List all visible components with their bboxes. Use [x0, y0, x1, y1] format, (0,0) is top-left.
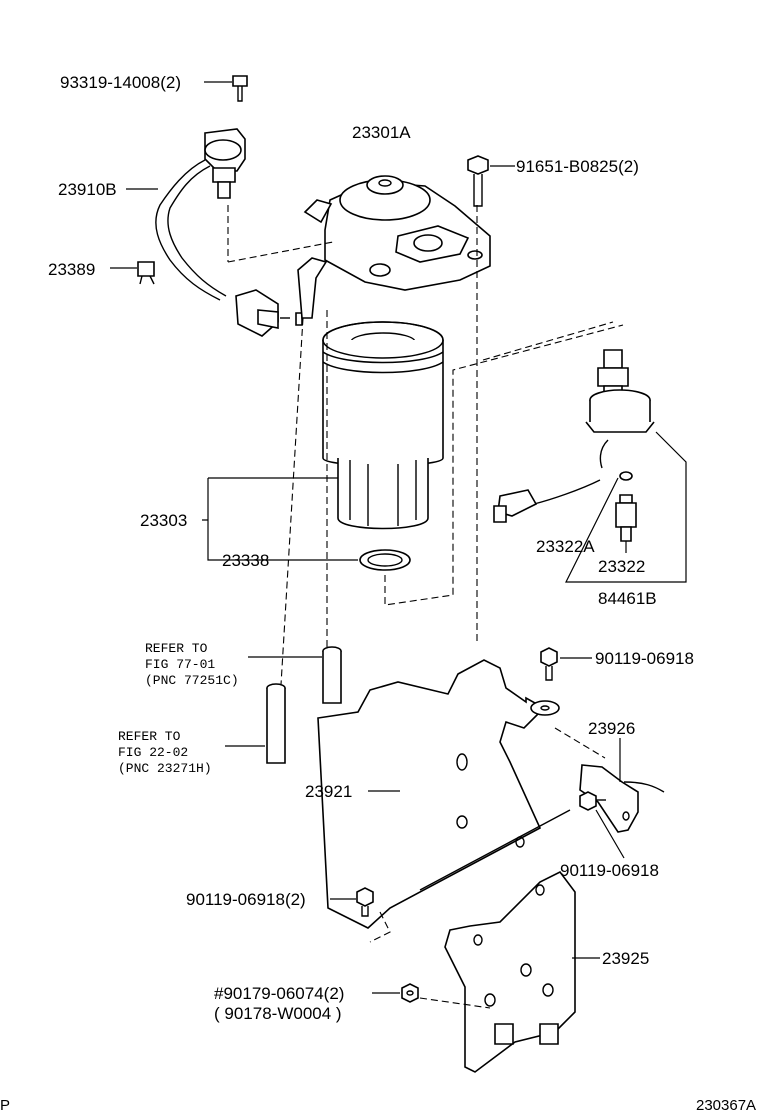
- label-23303: 23303: [140, 511, 187, 530]
- label-23301a: 23301A: [352, 123, 411, 142]
- clamp-23389-icon: [137, 261, 155, 285]
- bolt-90119-side-icon: [579, 791, 606, 811]
- label-23910b: 23910B: [58, 180, 117, 199]
- bracket-23921-icon: [317, 659, 571, 929]
- label-84461b: 84461B: [598, 589, 657, 608]
- gasket-23338-icon: [359, 549, 411, 571]
- ref1-line3: (PNC 77251C): [145, 673, 239, 688]
- label-23322: 23322: [598, 557, 645, 576]
- bolt-90119-left-icon: [356, 887, 374, 917]
- ref1-line1: REFER TO: [145, 641, 208, 656]
- water-sensor-23910b-icon: [155, 128, 303, 337]
- label-23921: 23921: [305, 782, 352, 801]
- label-90119-06918-side: 90119-06918: [560, 861, 659, 880]
- bracket-84461b: [565, 431, 687, 583]
- ref1-line2: FIG 77-01: [145, 657, 215, 672]
- label-90119-06918-top: 90119-06918: [595, 649, 694, 668]
- dash-filter-to-switch-top: [482, 321, 614, 361]
- water-level-switch-84461b-icon: [493, 349, 655, 542]
- bolt-91651-icon: [467, 155, 489, 207]
- gasket-inner-ring: [367, 553, 403, 567]
- label-23926: 23926: [588, 719, 635, 738]
- fuel-filter-23303-icon: [322, 321, 444, 530]
- dash-nut-to-bracket: [419, 997, 491, 1009]
- hose-77251c-icon: [322, 646, 342, 704]
- label-23389: 23389: [48, 260, 95, 279]
- dash-hose-left: [278, 317, 304, 719]
- ref2-line2: FIG 22-02: [118, 745, 188, 760]
- label-23925: 23925: [602, 949, 649, 968]
- dash-bolt-left: [369, 911, 391, 943]
- leader-23303: [202, 477, 338, 561]
- ref2-line3: (PNC 23271H): [118, 761, 212, 776]
- label-23322a: 23322A: [536, 537, 595, 556]
- corner-mark: P: [0, 1097, 10, 1112]
- label-93319-14008: 93319-14008(2): [60, 73, 181, 92]
- filter-head-23301a-icon: [297, 175, 491, 319]
- nut-90179-icon: [401, 983, 419, 1003]
- dash-sensor-to-head: [227, 241, 334, 263]
- label-90178-w0004: ( 90178-W0004 ): [214, 1004, 342, 1023]
- label-91651-b0825: 91651-B0825(2): [516, 157, 639, 176]
- bolt-90119-top-icon: [540, 647, 558, 681]
- ref2-line1: REFER TO: [118, 729, 181, 744]
- leader-90119-side: [595, 809, 625, 859]
- label-90179-06074: #90179-06074(2): [214, 984, 344, 1003]
- bolt-93319-icon: [204, 75, 248, 102]
- label-90119-06918-left: 90119-06918(2): [186, 890, 306, 909]
- dash-to-clamp: [554, 727, 606, 759]
- bracket-23925-icon: [444, 870, 576, 1073]
- hose-23271h-icon: [266, 683, 286, 764]
- figure-id: 230367A: [696, 1097, 756, 1112]
- label-23338: 23338: [222, 551, 269, 570]
